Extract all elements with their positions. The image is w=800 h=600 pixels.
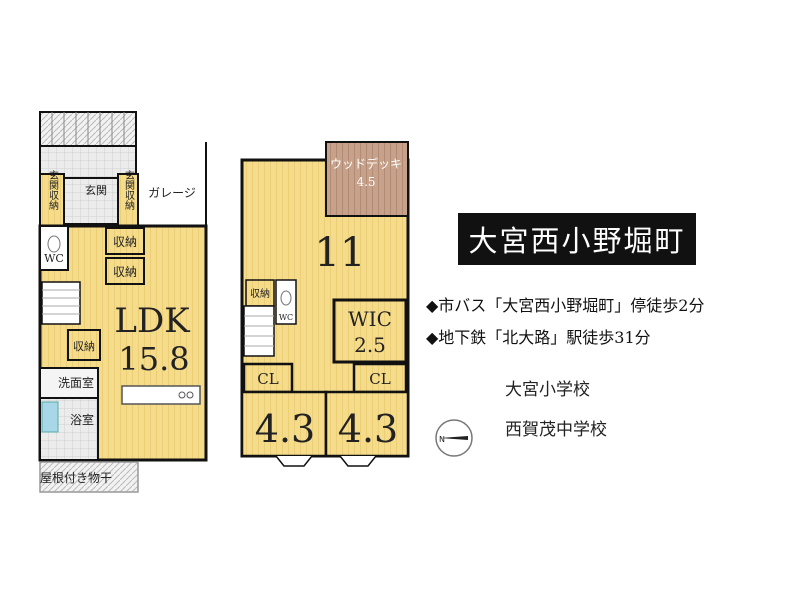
area-name-title: 大宮西小野堀町	[458, 213, 696, 265]
floor2-storage-label: 収納	[250, 287, 270, 300]
junior-high-school-text: 西賀茂中学校	[505, 420, 607, 440]
wood-deck	[325, 141, 409, 217]
floor2-labels: ウッドデッキ 4.5 11 収納 WC WIC 2.5 CL CL 4.3 4.…	[250, 156, 402, 451]
storage-c-label: 収納	[73, 340, 95, 353]
floor2-wc-label: WC	[279, 313, 293, 322]
ldk-size: 15.8	[118, 340, 189, 378]
floor1-covered-area	[39, 461, 139, 493]
wood-deck-label: ウッドデッキ	[330, 156, 402, 171]
washroom-label: 洗面室	[58, 375, 94, 390]
storage-b-label: 収納	[113, 265, 137, 279]
compass-icon: N	[435, 419, 473, 457]
access-bus-text: ◆市バス「大宮西小野堀町」停徒歩2分	[426, 296, 705, 315]
garage-label: ガレージ	[148, 186, 196, 200]
floor1-labels: 玄関収納 玄関 玄関収納 ガレージ WC 収納 収納 LDK 15.8 収納 洗…	[40, 169, 196, 485]
bathroom-label: 浴室	[70, 412, 94, 427]
room-right-size: 4.3	[338, 407, 398, 451]
access-subway-text: ◆地下鉄「北大路」駅徒歩31分	[426, 328, 651, 347]
wic-size: 2.5	[354, 333, 386, 357]
room-left-size: 4.3	[255, 407, 315, 451]
entrance-storage-right-label: 玄関収納	[123, 169, 135, 211]
cl-left-label: CL	[257, 370, 278, 388]
floor1-plan	[38, 111, 208, 493]
floor1-entry-tile	[39, 145, 137, 179]
wic-label: WIC	[348, 307, 392, 331]
wic-room	[332, 298, 408, 364]
storage-a-label: 収納	[113, 235, 137, 249]
covered-storage-label: 屋根付き物干	[40, 471, 112, 485]
compass-north-label: N	[439, 435, 445, 444]
wood-deck-size: 4.5	[356, 175, 375, 189]
cl-right-label: CL	[369, 370, 390, 388]
floor1-wc-label: WC	[44, 252, 64, 265]
entrance-storage-left-label: 玄関収納	[47, 169, 59, 211]
main-room-size: 11	[315, 230, 366, 276]
elementary-school-text: 大宮小学校	[505, 380, 590, 400]
entrance-label: 玄関	[85, 183, 107, 197]
floor2-plan	[240, 141, 410, 467]
ldk-label: LDK	[114, 301, 190, 341]
